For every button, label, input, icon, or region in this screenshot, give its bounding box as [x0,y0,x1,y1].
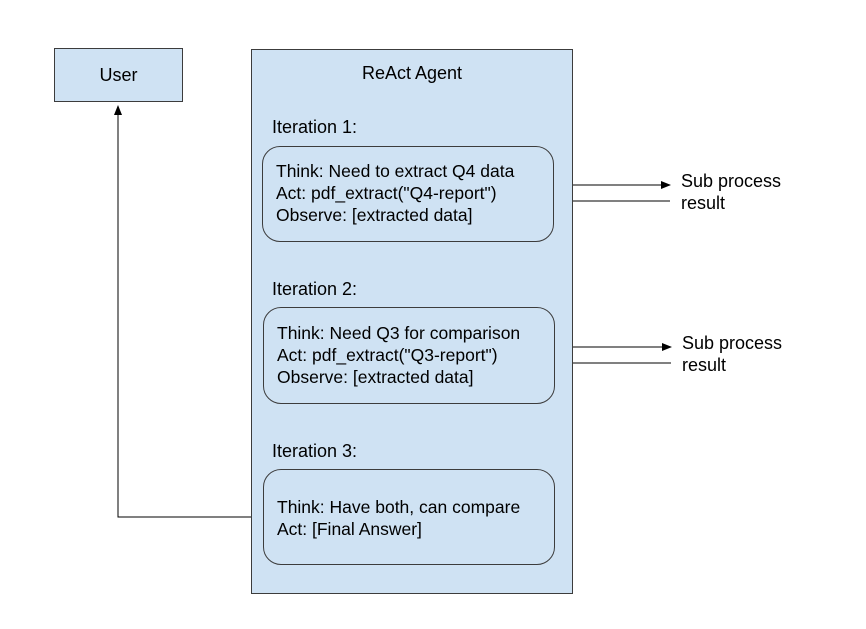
iteration-1-observe: Observe: [extracted data] [276,205,473,225]
iteration-1-think: Think: Need to extract Q4 data [276,161,515,181]
subprocess-1-label: Sub process result [681,170,781,214]
user-box: User [54,48,183,102]
iteration-3-think: Think: Have both, can compare [277,497,521,517]
user-label: User [99,64,138,85]
subprocess-2-line2: result [682,355,727,375]
iteration-3-box: Think: Have both, can compare Act: [Fina… [263,469,555,565]
subprocess-1-line2: result [681,193,726,213]
iteration-3-label: Iteration 3: [272,441,358,461]
iteration-1-label: Iteration 1: [272,117,358,137]
iteration-3-act: Act: [Final Answer] [277,519,422,539]
iteration-2-act: Act: pdf_extract("Q3-report") [277,345,498,365]
iteration-2-think: Think: Need Q3 for comparison [277,323,521,343]
iteration-2-observe: Observe: [extracted data] [277,367,474,387]
subprocess-2-line1: Sub process [682,333,783,353]
react-agent-box: ReAct Agent Iteration 1: Think: Need to … [251,49,573,594]
agent-title: ReAct Agent [361,63,463,83]
iteration-2-label: Iteration 2: [272,279,358,299]
iteration-1-box: Think: Need to extract Q4 data Act: pdf_… [262,146,554,242]
final-answer-to-user-arrow [114,105,263,518]
subprocess-1-line1: Sub process [681,171,782,191]
iteration-1-act: Act: pdf_extract("Q4-report") [276,183,497,203]
iteration-2-box: Think: Need Q3 for comparison Act: pdf_e… [263,307,555,404]
subprocess-2-label: Sub process result [682,332,782,376]
